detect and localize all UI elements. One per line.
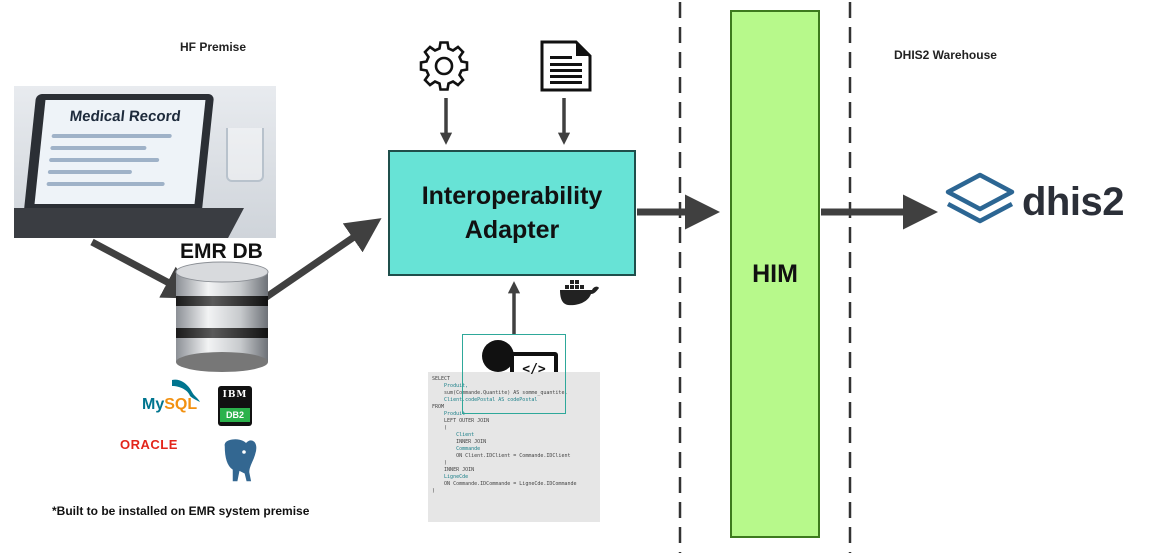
- arrow-db-to-adapter: [260, 218, 382, 303]
- oracle-logo: ORACLE: [120, 437, 178, 452]
- code-line: Commande: [432, 446, 481, 452]
- form-row: [48, 158, 160, 162]
- arrow-laptop-to-db: [90, 238, 199, 299]
- laptop-keyboard: [14, 208, 245, 238]
- mysql-sql-text: SQL: [164, 396, 198, 413]
- code-line: LEFT OUTER JOIN: [432, 418, 490, 424]
- code-line: ON Client.IDClient = Commande.IDClient: [432, 453, 571, 459]
- medical-record-title: Medical Record: [68, 108, 182, 125]
- him-box: HIM: [730, 10, 820, 538]
- mysql-my-text: My: [142, 396, 165, 413]
- laptop-image: Medical Record: [14, 86, 276, 238]
- hf-premise-label: HF Premise: [180, 40, 247, 54]
- form-row: [46, 182, 165, 186]
- dhis2-logo-text: dhis2: [1022, 180, 1124, 224]
- code-line: SELECT: [432, 376, 451, 382]
- form-row: [51, 134, 172, 138]
- code-line: Produit,: [432, 383, 469, 389]
- laptop-screen: Medical Record: [34, 100, 206, 204]
- ibm-text: IBM: [222, 390, 248, 400]
- glass-icon: [226, 128, 264, 182]
- code-line: ): [432, 488, 436, 494]
- code-line: ON Commande.IDCommande = LigneCde.IDComm…: [432, 481, 577, 487]
- dhis2-warehouse-label: DHIS2 Warehouse: [894, 48, 997, 62]
- code-line: (: [432, 425, 448, 431]
- mysql-dolphin-icon: [172, 379, 200, 402]
- code-line: FROM: [432, 404, 445, 410]
- code-line: Client: [432, 432, 475, 438]
- code-line: INNER JOIN: [432, 439, 487, 445]
- form-row: [47, 170, 133, 174]
- code-line: ): [432, 460, 448, 466]
- docker-icon: [560, 280, 599, 306]
- db2-text: DB2: [220, 408, 250, 422]
- mysql-logo: MySQL: [142, 396, 197, 414]
- code-line: Client.codePostal AS codePostal: [432, 397, 538, 403]
- code-line: sum(Commande.Quantite) AS somme_quantite…: [432, 390, 568, 396]
- code-line: Produit: [432, 411, 466, 417]
- interop-line2: Adapter: [464, 216, 560, 244]
- form-row: [50, 146, 147, 150]
- developer-frame: [462, 334, 566, 414]
- sql-code-panel: SELECT Produit, sum(Commande.Quantite) A…: [428, 372, 600, 522]
- dhis2-logo-icon: [945, 172, 1015, 224]
- footnote-text: *Built to be installed on EMR system pre…: [52, 504, 310, 518]
- code-brackets-text: </>: [522, 362, 546, 377]
- gear-icon: [419, 41, 469, 91]
- interoperability-adapter-box: Interoperability Adapter: [388, 150, 636, 276]
- document-icon: [540, 40, 592, 92]
- ibm-db2-logo: IBM DB2: [218, 386, 252, 426]
- code-line: LigneCde: [432, 474, 469, 480]
- code-line: INNER JOIN: [432, 467, 475, 473]
- him-label: HIM: [752, 259, 798, 288]
- interop-line1: Interoperability: [421, 182, 603, 210]
- postgresql-icon: [223, 437, 258, 483]
- database-icon: [175, 261, 269, 372]
- emr-db-label: EMR DB: [180, 240, 263, 263]
